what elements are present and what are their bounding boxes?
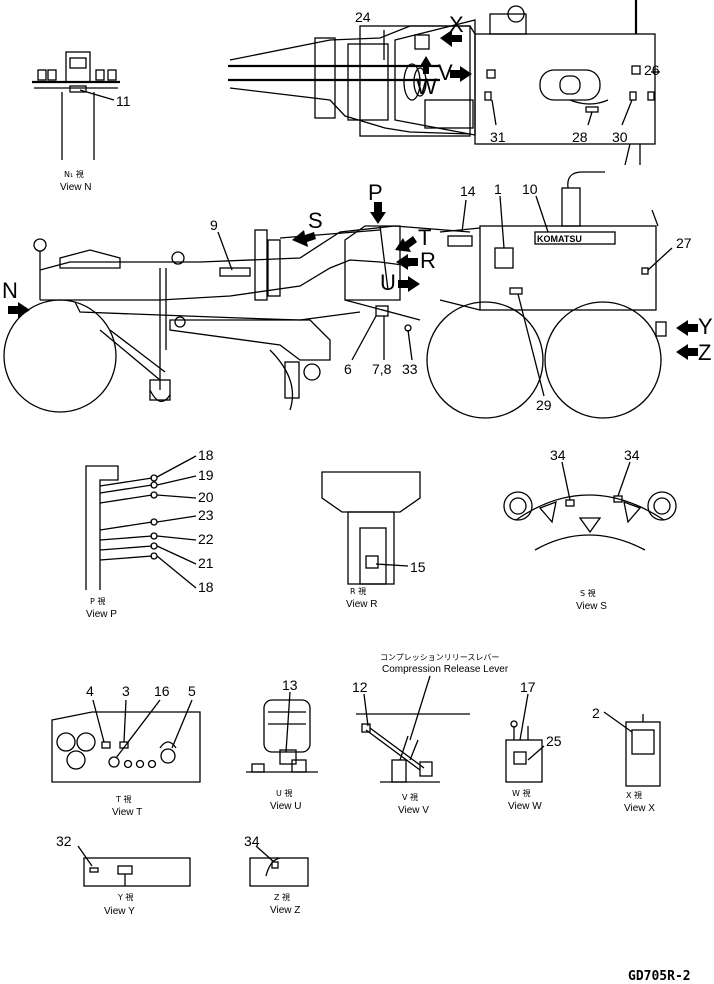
view-r-drawing	[321, 471, 421, 585]
arrow-view-n	[8, 302, 30, 318]
callout-26: 26	[644, 62, 660, 78]
callout-27: 27	[676, 235, 692, 251]
callout-34-z: 34	[244, 833, 260, 849]
callout-23: 23	[198, 507, 214, 523]
view-arrow-u: U	[380, 270, 396, 295]
top-view-cab	[228, 0, 660, 166]
view-r-caption: View R	[346, 599, 378, 610]
callout-30: 30	[612, 129, 628, 145]
view-arrow-y: Y	[698, 314, 713, 339]
callout-33: 33	[402, 361, 418, 377]
callout-18-top: 18	[198, 447, 214, 463]
arrow-view-y	[676, 320, 698, 336]
callout-2: 2	[592, 705, 600, 721]
callout-15: 15	[410, 559, 426, 575]
view-n-caption: View N	[60, 182, 92, 193]
callout-19: 19	[198, 467, 214, 483]
motor-grader-side-view: KOMATSU	[3, 171, 667, 419]
brand-plate	[534, 231, 616, 245]
callout-21: 21	[198, 555, 214, 571]
arrow-view-u	[398, 276, 420, 292]
view-u-jp: U 視	[276, 789, 292, 798]
view-r-jp: R 視	[350, 587, 366, 596]
view-t-jp: T 視	[115, 795, 131, 804]
view-p-caption: View P	[86, 609, 117, 620]
callout-28: 28	[572, 129, 588, 145]
view-arrow-t: T	[418, 225, 431, 250]
compression-label-jp: コンプレッションリリースレバー	[380, 653, 499, 662]
callout-22: 22	[198, 531, 214, 547]
view-z-jp: Z 視	[274, 893, 290, 902]
view-w-caption: View W	[508, 801, 542, 812]
arrow-view-s	[292, 230, 316, 247]
callout-10: 10	[522, 181, 538, 197]
arrow-view-p	[370, 202, 386, 224]
arrow-view-t	[395, 236, 417, 252]
view-arrow-n: N	[2, 278, 18, 303]
view-v-drawing	[356, 713, 470, 783]
callout-5: 5	[188, 683, 196, 699]
arrow-view-x	[440, 30, 462, 47]
callout-12: 12	[352, 679, 368, 695]
view-y-jp: Y 視	[117, 893, 133, 902]
view-arrow-z: Z	[698, 340, 711, 365]
view-w-drawing	[505, 720, 543, 783]
view-arrow-x: X	[449, 12, 464, 37]
view-p-jp: P 視	[90, 597, 105, 606]
view-z-drawing	[249, 857, 309, 887]
view-s-drawing	[503, 491, 677, 551]
view-p-drawing	[85, 455, 197, 590]
view-u-drawing	[246, 699, 318, 773]
view-z-caption: View Z	[270, 905, 300, 916]
view-v-jp: V 視	[402, 793, 418, 802]
callout-4: 4	[86, 683, 94, 699]
view-n-drawing	[32, 51, 120, 160]
view-w-jp: W 視	[512, 789, 530, 798]
view-u-caption: View U	[270, 801, 302, 812]
callout-14: 14	[460, 183, 476, 199]
view-y-caption: View Y	[104, 906, 135, 917]
compression-label-en: Compression Release Lever	[382, 664, 509, 675]
arrow-view-w	[420, 56, 432, 74]
view-n-jp: N₁ 視	[64, 170, 84, 179]
callout-16: 16	[154, 683, 170, 699]
callout-1: 1	[494, 181, 502, 197]
view-arrow-s: S	[308, 208, 323, 233]
callout-17: 17	[520, 679, 536, 695]
callout-29: 29	[536, 397, 552, 413]
view-s-jp: S 視	[580, 589, 596, 598]
view-v-caption: View V	[398, 805, 429, 816]
callout-34-s-right: 34	[624, 447, 640, 463]
callout-20: 20	[198, 489, 214, 505]
callout-34-s-left: 34	[550, 447, 566, 463]
callout-24: 24	[355, 9, 371, 25]
drawing-code: GD705R-2	[628, 969, 691, 984]
view-x-caption: View X	[624, 803, 655, 814]
view-arrow-p: P	[368, 180, 383, 205]
arrow-view-z	[676, 344, 698, 360]
callout-9: 9	[210, 217, 218, 233]
view-t-drawing	[51, 711, 201, 783]
view-t-caption: View T	[112, 807, 142, 818]
view-x-drawing	[625, 714, 661, 787]
view-arrow-r: R	[420, 248, 436, 273]
arrow-view-v	[450, 66, 472, 82]
callout-13: 13	[282, 677, 298, 693]
callout-31: 31	[490, 129, 506, 145]
callout-3: 3	[122, 683, 130, 699]
view-y-drawing	[83, 857, 191, 887]
view-s-caption: View S	[576, 601, 607, 612]
callout-7-8: 7,8	[372, 361, 392, 377]
callout-25: 25	[546, 733, 562, 749]
callout-6: 6	[344, 361, 352, 377]
arrow-view-r	[396, 254, 418, 270]
view-x-jp: X 視	[626, 791, 642, 800]
view-arrow-v: V	[438, 60, 453, 85]
callout-18-bottom: 18	[198, 579, 214, 595]
callout-11: 11	[116, 93, 131, 109]
brand-plate-text: KOMATSU	[537, 234, 582, 244]
callout-32: 32	[56, 833, 72, 849]
view-arrow-w: W	[416, 74, 437, 99]
